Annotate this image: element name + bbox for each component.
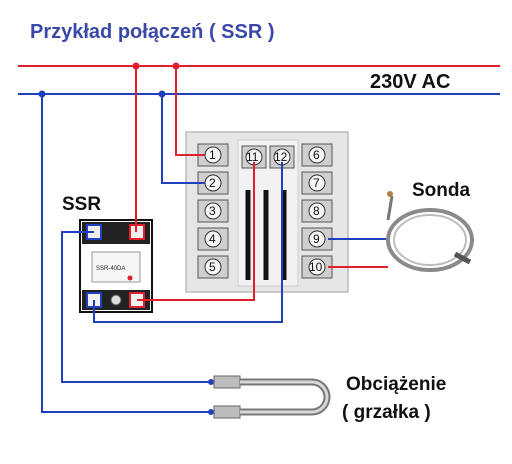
terminal-screw-icon xyxy=(204,258,222,276)
terminal-2: 2 xyxy=(197,171,229,195)
voltage-label: 230V AC xyxy=(370,71,450,93)
terminal-screw-icon xyxy=(308,230,326,248)
terminal-7: 7 xyxy=(301,171,333,195)
terminal-number: 10 xyxy=(309,260,323,274)
probe-coil-icon xyxy=(386,191,474,272)
terminal-screw-icon xyxy=(308,202,326,220)
terminal-number: 9 xyxy=(313,232,320,246)
terminal-4: 4 xyxy=(197,227,229,251)
wire-terminal-11-to-ssr xyxy=(137,162,255,301)
diagram-title: Przykład połączeń ( SSR ) xyxy=(30,21,275,43)
terminal-screw-icon xyxy=(308,146,326,164)
wire-ssr-to-load xyxy=(61,231,214,383)
ssr-module: SSR-40DA xyxy=(79,219,153,313)
terminal-number: 5 xyxy=(209,260,216,274)
terminal-number: 3 xyxy=(209,204,216,218)
wire-neutral-to-load xyxy=(41,94,214,413)
terminal-3: 3 xyxy=(197,199,229,223)
terminal-screw-icon xyxy=(308,258,326,276)
terminal-number: 8 xyxy=(313,204,320,218)
terminal-number: 11 xyxy=(246,150,259,164)
load-label: Obciążenie xyxy=(346,374,446,395)
load-sub-label: ( grzałka ) xyxy=(342,402,431,423)
terminal-5: 5 xyxy=(197,255,229,279)
terminal-number: 6 xyxy=(313,148,320,162)
terminal-10: 10 xyxy=(301,255,333,279)
terminal-number: 7 xyxy=(313,176,320,190)
terminal-screw-icon xyxy=(204,230,222,248)
terminal-12: 12 xyxy=(269,145,295,169)
terminal-8: 8 xyxy=(301,199,333,223)
terminal-number: 4 xyxy=(209,232,216,246)
terminal-1: 1 xyxy=(197,143,229,167)
ssr-model-label: SSR-40DA xyxy=(96,266,125,272)
terminal-number: 12 xyxy=(274,150,288,164)
terminal-screw-icon xyxy=(204,202,222,220)
terminal-6: 6 xyxy=(301,143,333,167)
wire-terminal-12-to-ssr xyxy=(93,162,283,323)
wire-live-to-terminal-1 xyxy=(175,66,205,156)
heater-element-icon xyxy=(208,375,331,419)
ssr-label: SSR xyxy=(62,194,101,215)
terminal-9: 9 xyxy=(301,227,333,251)
terminal-screw-icon xyxy=(308,174,326,192)
terminal-11: 11 xyxy=(241,145,267,169)
terminal-number: 1 xyxy=(209,148,216,162)
terminal-number: 2 xyxy=(209,176,216,190)
wire-neutral-to-terminal-2 xyxy=(161,94,205,184)
probe-label: Sonda xyxy=(412,180,470,201)
